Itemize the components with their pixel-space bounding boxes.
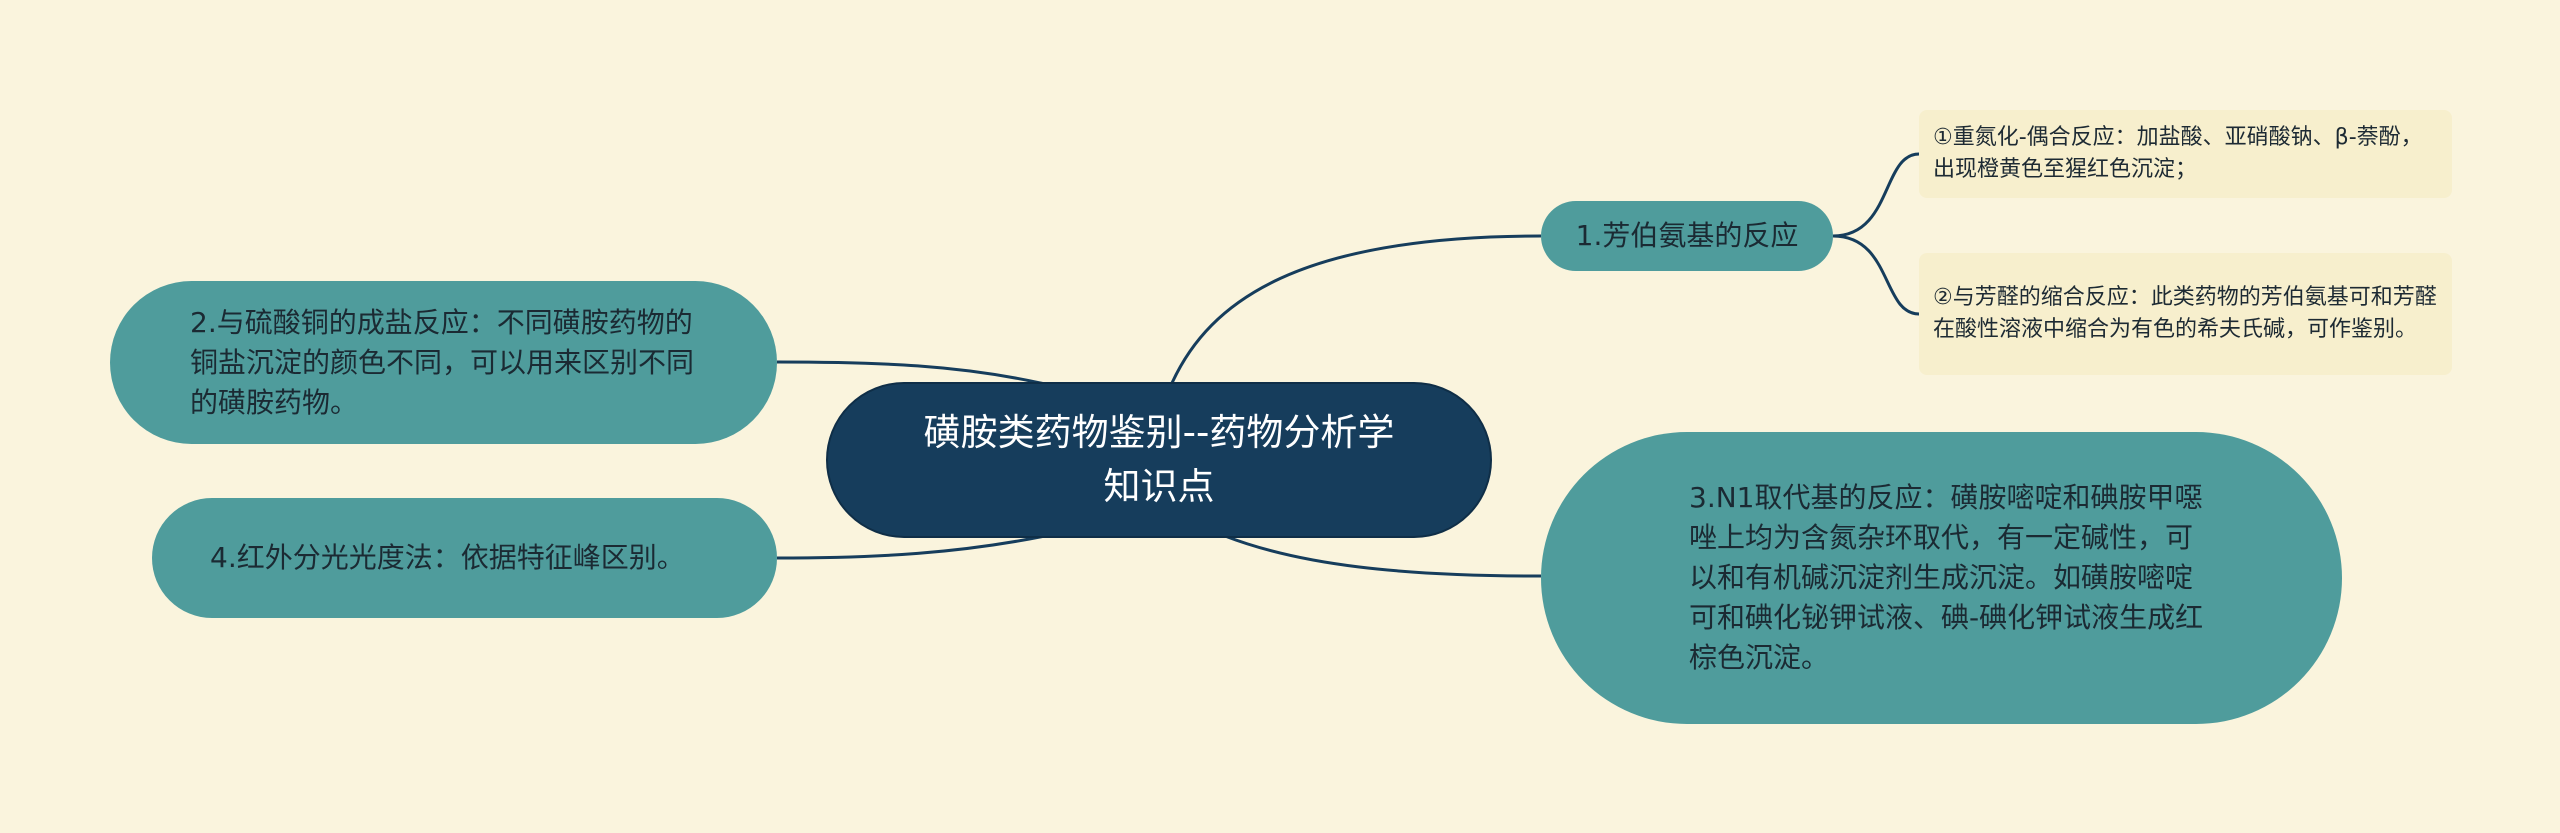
branch-label: 4.红外分光光度法：依据特征峰区别。 — [210, 541, 685, 574]
branch-node-copper-sulfate[interactable]: 2.与硫酸铜的成盐反应：不同磺胺药物的铜盐沉淀的颜色不同，可以用来区别不同的磺胺… — [110, 281, 777, 444]
leaf-node-aldehyde-condensation[interactable]: ②与芳醛的缩合反应：此类药物的芳伯氨基可和芳醛在酸性溶液中缩合为有色的希夫氏碱，… — [1919, 253, 2452, 375]
leaf-label: ②与芳醛的缩合反应：此类药物的芳伯氨基可和芳醛在酸性溶液中缩合为有色的希夫氏碱，… — [1933, 285, 2437, 342]
leaf-node-diazotization[interactable]: ①重氮化-偶合反应：加盐酸、亚硝酸钠、β-萘酚，出现橙黄色至猩红色沉淀； — [1919, 110, 2452, 198]
root-topic-label: 磺胺类药物鉴别--药物分析学知识点 — [923, 411, 1395, 508]
connector-branch-1-leaf-2 — [1832, 234, 1920, 316]
branch-node-infrared[interactable]: 4.红外分光光度法：依据特征峰区别。 — [152, 498, 777, 618]
branch-label: 2.与硫酸铜的成盐反应：不同磺胺药物的铜盐沉淀的颜色不同，可以用来区别不同的磺胺… — [190, 305, 695, 419]
branch-node-n1-substituent[interactable]: 3.N1取代基的反应：磺胺嘧啶和碘胺甲噁唑上均为含氮杂环取代，有一定碱性，可以和… — [1541, 432, 2342, 724]
branch-node-aromatic-amine[interactable]: 1.芳伯氨基的反应 — [1541, 201, 1833, 271]
branch-label: 1.芳伯氨基的反应 — [1575, 219, 1799, 252]
connector-root-branch-3 — [1224, 534, 1542, 578]
connector-root-branch-1 — [1170, 234, 1542, 384]
connector-root-branch-2 — [776, 360, 1046, 386]
leaf-label: ①重氮化-偶合反应：加盐酸、亚硝酸钠、β-萘酚，出现橙黄色至猩红色沉淀； — [1933, 125, 2423, 182]
root-topic-node[interactable]: 磺胺类药物鉴别--药物分析学知识点 — [826, 382, 1492, 538]
connector-root-branch-4 — [776, 534, 1046, 560]
branch-label: 3.N1取代基的反应：磺胺嘧啶和碘胺甲噁唑上均为含氮杂环取代，有一定碱性，可以和… — [1689, 481, 2204, 674]
connector-branch-1-leaf-1 — [1832, 152, 1920, 238]
